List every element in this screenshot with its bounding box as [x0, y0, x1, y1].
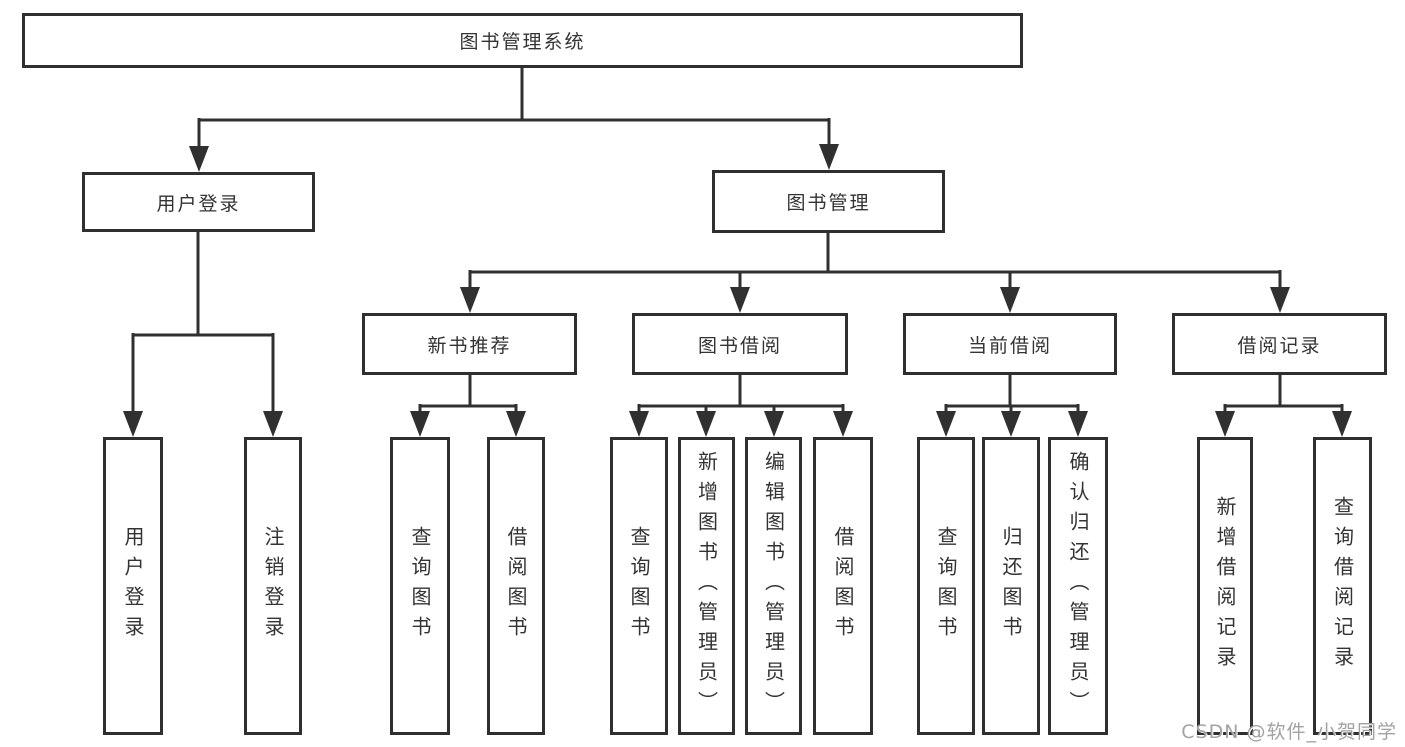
node-label: 查询图书	[934, 526, 958, 646]
node-label: 新书推荐	[427, 334, 512, 357]
leaf-query-books-newbook: 查询图书	[390, 437, 450, 735]
node-book-management: 图书管理	[712, 170, 945, 233]
node-label: 归还图书	[999, 526, 1023, 646]
node-label: 注销登录	[261, 526, 285, 646]
node-label: 查询图书	[408, 526, 432, 646]
arrowheads	[123, 144, 1352, 437]
node-label: 用户登录	[156, 192, 241, 215]
node-label: 当前借阅	[967, 334, 1052, 357]
leaf-edit-book-admin: 编辑图书（管理员）	[745, 437, 802, 735]
leaf-user-login: 用户登录	[103, 437, 163, 735]
node-label: 查询借阅记录	[1330, 496, 1355, 676]
leaf-add-borrow-record: 新增借阅记录	[1197, 437, 1253, 735]
leaf-return-book: 归还图书	[982, 437, 1040, 735]
node-label: 借阅记录	[1237, 334, 1322, 357]
node-book-borrowing: 图书借阅	[632, 313, 848, 375]
leaf-query-borrow-record: 查询借阅记录	[1313, 437, 1372, 735]
node-library-management-system: 图书管理系统	[22, 13, 1023, 68]
node-label: 编辑图书（管理员）	[761, 451, 786, 721]
node-label: 新增图书（管理员）	[694, 451, 719, 721]
leaf-query-books-current: 查询图书	[917, 437, 975, 735]
node-user-login: 用户登录	[82, 172, 315, 232]
node-label: 用户登录	[121, 526, 145, 646]
leaf-logout: 注销登录	[244, 437, 302, 735]
leaf-borrow-books-newbook: 借阅图书	[487, 437, 545, 735]
node-label: 确认归还（管理员）	[1066, 451, 1090, 721]
leaf-borrow-books-borrowing: 借阅图书	[813, 437, 873, 735]
node-current-borrowing: 当前借阅	[903, 313, 1117, 375]
node-new-book-recommendation: 新书推荐	[362, 313, 577, 375]
node-label: 借阅图书	[831, 526, 855, 646]
node-label: 图书借阅	[697, 334, 782, 357]
node-label: 图书管理	[786, 192, 871, 214]
leaf-add-book-admin: 新增图书（管理员）	[678, 437, 735, 735]
node-label: 借阅图书	[504, 526, 528, 646]
csdn-watermark: CSDN @软件_小贺同学	[1181, 721, 1397, 743]
node-label: 查询图书	[627, 526, 651, 646]
leaf-query-books-borrowing: 查询图书	[610, 437, 668, 735]
leaf-confirm-return-admin: 确认归还（管理员）	[1048, 437, 1108, 735]
node-label: 图书管理系统	[459, 31, 586, 53]
node-borrowing-records: 借阅记录	[1172, 313, 1387, 375]
node-label: 新增借阅记录	[1213, 496, 1237, 676]
